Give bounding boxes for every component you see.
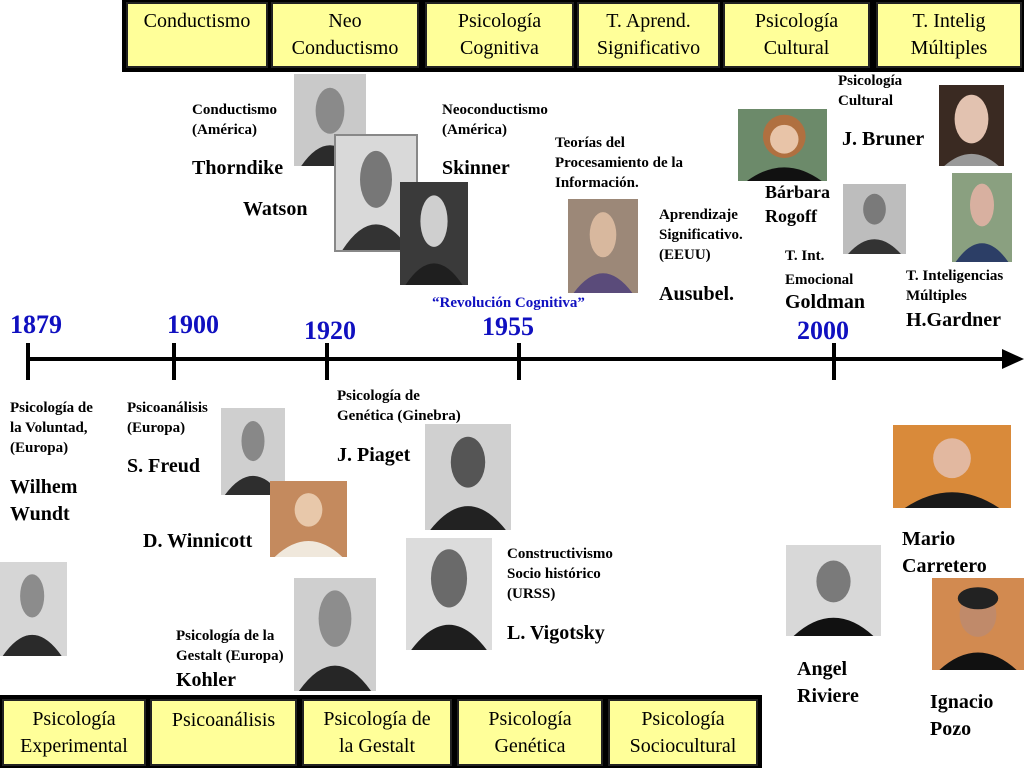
photo-vigotsky bbox=[406, 538, 492, 650]
name-goldman: Goldman bbox=[785, 291, 866, 313]
name-ausubel: Ausubel. bbox=[659, 283, 735, 305]
photo-wundt bbox=[0, 562, 67, 656]
box-psicologia-cultural: Psicología Cultural bbox=[723, 2, 870, 68]
photo-bruner bbox=[939, 85, 1004, 166]
year-2000: 2000 bbox=[797, 316, 849, 345]
photo-goldman bbox=[843, 184, 906, 254]
name-gardner: H.Gardner bbox=[906, 309, 1001, 331]
year-1955: 1955 bbox=[482, 312, 534, 341]
box-inteligencias-multiples: T. Intelig Múltiples bbox=[876, 2, 1022, 68]
box-conductismo: Conductismo bbox=[126, 2, 268, 68]
name-freud: S. Freud bbox=[127, 455, 200, 477]
label-psicologia-genetica: Psicología de Genética (Ginebra) bbox=[337, 388, 461, 424]
year-1900: 1900 bbox=[167, 310, 219, 339]
label-inteligencias-multiples: T. Inteligencias Múltiples bbox=[906, 268, 1004, 304]
label-neoconductismo-america: Neoconductismo (América) bbox=[442, 102, 548, 138]
photo-piaget bbox=[425, 424, 511, 530]
photo-rogoff bbox=[738, 109, 827, 181]
photo-skinner bbox=[400, 182, 468, 285]
photo-gardner bbox=[952, 173, 1012, 262]
box-psicologia-experimental: Psicología Experimental bbox=[2, 699, 146, 766]
photo-kohler bbox=[294, 578, 376, 691]
label-psicologia-gestalt: Psicología de la Gestalt (Europa) bbox=[176, 628, 284, 664]
photo-riviere bbox=[786, 545, 881, 636]
name-riviere: Angel Riviere bbox=[797, 658, 859, 707]
name-thorndike: Thorndike bbox=[192, 157, 284, 179]
label-psicoanalisis-europa: Psicoanálisis (Europa) bbox=[127, 400, 208, 436]
box-psicologia-gestalt: Psicología de la Gestalt bbox=[302, 699, 452, 766]
revolucion-cognitiva-label: “Revolución Cognitiva” bbox=[432, 295, 585, 311]
timeline-axis bbox=[26, 343, 1024, 380]
year-1879: 1879 bbox=[10, 310, 62, 339]
name-pozo: Ignacio Pozo bbox=[930, 691, 994, 740]
label-aprendizaje-significativo: Aprendizaje Significativo. (EEUU) bbox=[659, 207, 743, 263]
box-psicoanalisis: Psicoanálisis bbox=[150, 699, 297, 766]
name-watson: Watson bbox=[243, 198, 308, 220]
photo-winnicott bbox=[270, 481, 347, 557]
box-psicologia-cognitiva: Psicología Cognitiva bbox=[425, 2, 574, 68]
photo-pozo bbox=[932, 578, 1024, 670]
label-procesamiento-informacion: Teorías del Procesamiento de la Informac… bbox=[555, 135, 684, 191]
label-psicologia-voluntad: Psicología de la Voluntad, (Europa) bbox=[10, 400, 93, 456]
box-psicologia-sociocultural: Psicología Sociocultural bbox=[608, 699, 758, 766]
name-kohler: Kohler bbox=[176, 669, 236, 691]
year-1920: 1920 bbox=[304, 316, 356, 345]
label-constructivismo: Constructivismo Socio histórico (URSS) bbox=[507, 546, 613, 602]
photo-carretero bbox=[893, 425, 1011, 508]
box-neo-conductismo: Neo Conductismo bbox=[271, 2, 419, 68]
name-carretero: Mario Carretero bbox=[902, 528, 987, 577]
name-bruner: J. Bruner bbox=[842, 128, 925, 150]
label-conductismo-america: Conductismo (América) bbox=[192, 102, 278, 138]
name-skinner: Skinner bbox=[442, 157, 510, 179]
name-piaget: J. Piaget bbox=[337, 444, 411, 466]
label-int-emocional: T. Int. Emocional bbox=[785, 248, 854, 288]
name-wundt: Wilhem Wundt bbox=[10, 476, 78, 525]
name-winnicott: D. Winnicott bbox=[143, 530, 253, 552]
label-psicologia-cultural: Psicología Cultural bbox=[838, 73, 903, 109]
box-aprendizaje-significativo: T. Aprend. Significativo bbox=[577, 2, 720, 68]
box-psicologia-genetica: Psicología Genética bbox=[457, 699, 603, 766]
timeline-arrowhead bbox=[1002, 349, 1024, 369]
name-vigotsky: L. Vigotsky bbox=[507, 622, 605, 644]
name-rogoff: Bárbara Rogoff bbox=[765, 182, 830, 226]
photo-freud bbox=[221, 408, 285, 495]
photo-procesamiento bbox=[568, 199, 638, 293]
